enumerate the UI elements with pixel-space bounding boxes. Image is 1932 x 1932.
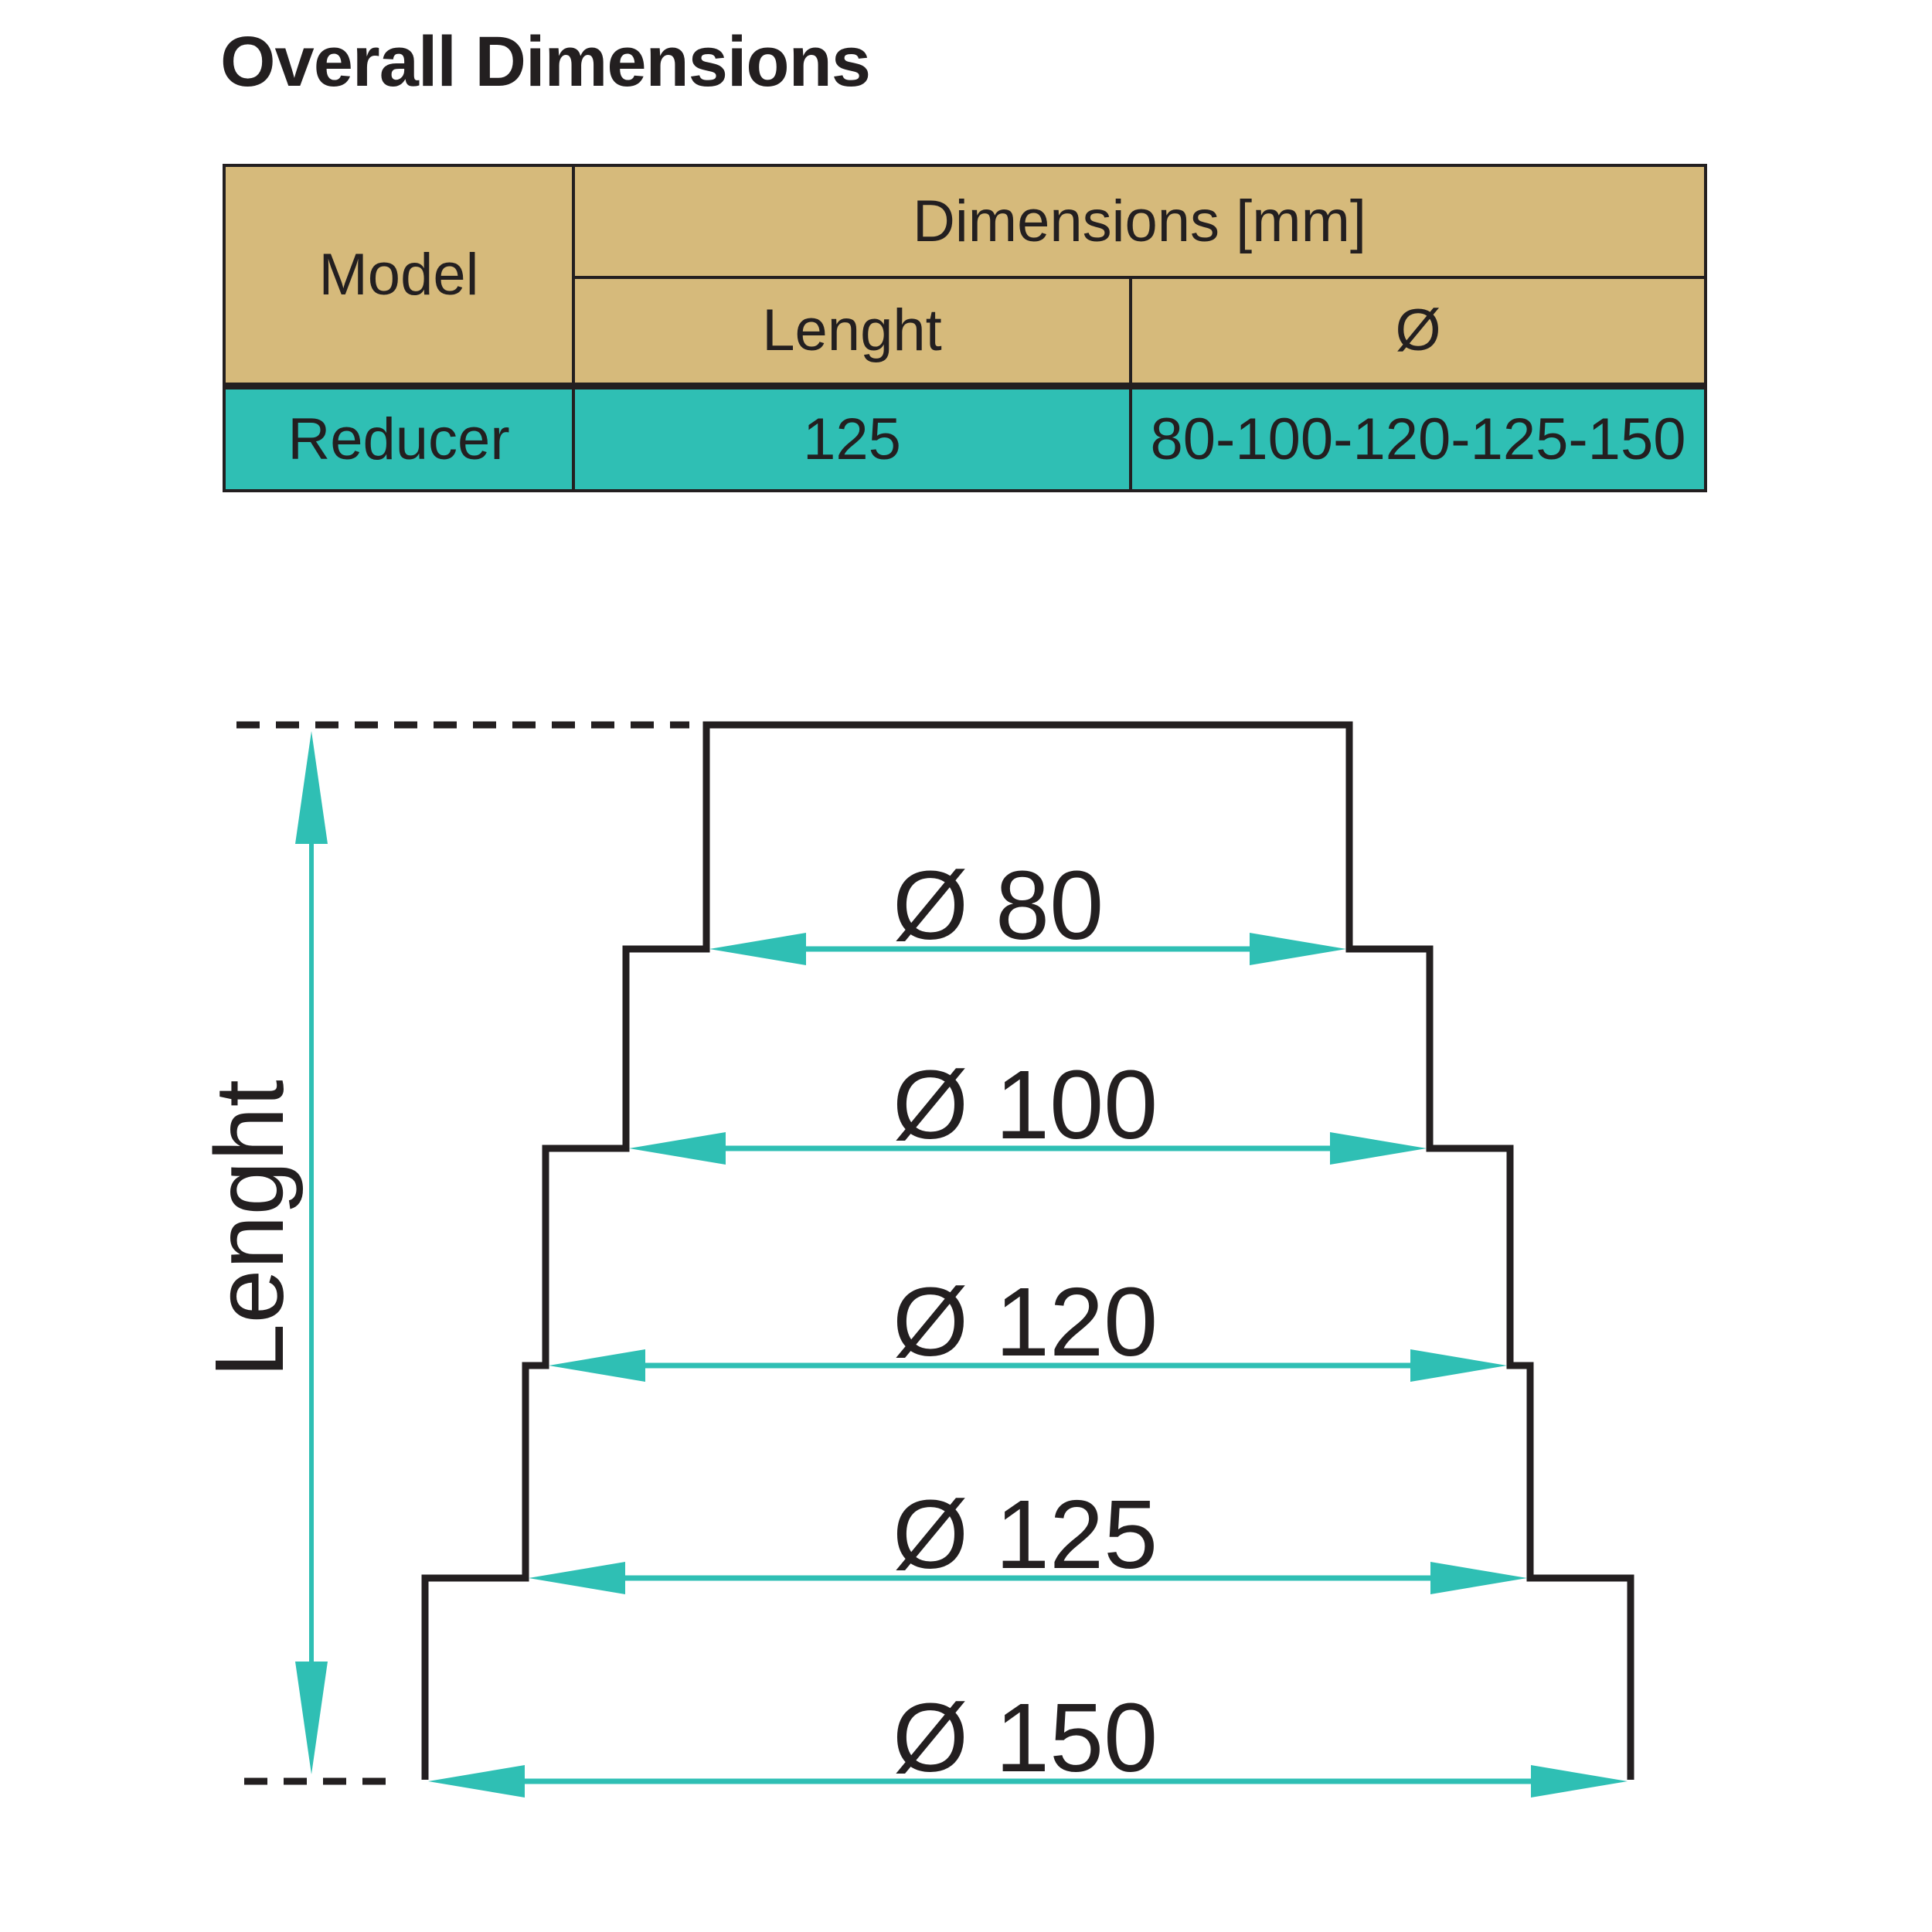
diameter-120-label: Ø 120 (893, 1267, 1158, 1376)
reducer-outline (421, 721, 1634, 1780)
diameter-dimension-125 (529, 1562, 1527, 1594)
table-header-dimensions: Dimensions [mm] (572, 164, 1707, 279)
arrowhead-left-icon (629, 1132, 726, 1165)
arrowhead-left-icon (709, 933, 806, 965)
arrowhead-left-icon (529, 1562, 625, 1594)
table-cell-model: Reducer (223, 382, 575, 492)
table-header-length: Lenght (572, 276, 1132, 387)
arrowhead-right-icon (1410, 1349, 1507, 1382)
arrowhead-right-icon (1531, 1765, 1628, 1798)
table-header-row-2: Lenght Ø (224, 276, 1707, 387)
diameter-150-label: Ø 150 (893, 1683, 1158, 1792)
table-header-row-1: Model Dimensions [mm] (223, 164, 1707, 387)
dimensions-table: Model Dimensions [mm] Lenght Ø Reducer 1… (223, 164, 1707, 492)
arrowhead-right-icon (1250, 933, 1346, 965)
table-cell-length: 125 (572, 382, 1132, 492)
table-header-diameter: Ø (1129, 276, 1707, 387)
table-header-model: Model (223, 164, 575, 387)
diameter-dimension-80 (709, 933, 1346, 965)
table-data-row: Reducer 125 80-100-120-125-150 (223, 382, 1707, 492)
arrowhead-left-icon (428, 1765, 525, 1798)
arrowhead-up-icon (295, 731, 328, 844)
arrowhead-right-icon (1430, 1562, 1527, 1594)
table-cell-diameter: 80-100-120-125-150 (1129, 382, 1707, 492)
diameter-100-label: Ø 100 (893, 1050, 1158, 1159)
arrowhead-right-icon (1330, 1132, 1427, 1165)
length-dimension-arrow (295, 731, 328, 1774)
arrowhead-left-icon (549, 1349, 645, 1382)
page-title: Overall Dimensions (220, 22, 871, 101)
length-label: Lenght (195, 1080, 304, 1377)
diameter-80-label: Ø 80 (893, 851, 1104, 960)
diameter-dimension-100 (629, 1132, 1427, 1165)
diameter-125-label: Ø 125 (893, 1480, 1158, 1589)
diameter-dimension-150 (428, 1765, 1628, 1798)
arrowhead-down-icon (295, 1662, 328, 1774)
diameter-dimension-120 (549, 1349, 1507, 1382)
